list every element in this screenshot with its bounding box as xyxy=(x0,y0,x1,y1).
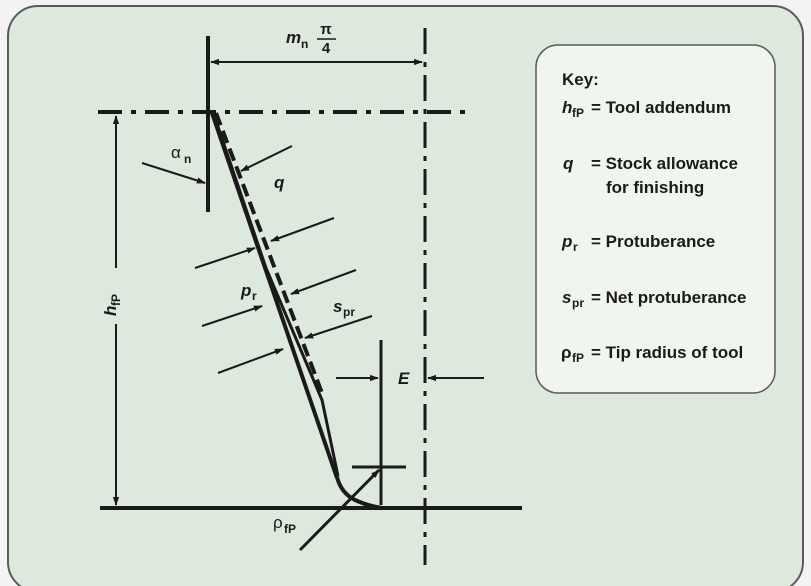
key-text: = Net protuberance xyxy=(591,288,746,307)
spr-main: s xyxy=(333,297,342,316)
key-sym: ρ xyxy=(561,343,572,362)
spr-sub: pr xyxy=(343,305,355,319)
key-text: = Tip radius of tool xyxy=(591,343,743,362)
key-sym: p xyxy=(561,232,572,251)
pr-sub: r xyxy=(252,289,257,303)
key-text-continued: for finishing xyxy=(606,178,704,197)
key-item-spr: s pr = Net protuberance xyxy=(562,288,746,310)
key-box: Key: h fP = Tool addendum q = Stock allo… xyxy=(535,44,776,394)
alpha-sub: n xyxy=(184,152,191,166)
pr-label: p r xyxy=(240,281,257,303)
mn-sub: n xyxy=(301,37,308,51)
pi-numerator: π xyxy=(320,21,332,38)
spr-arrow-upper xyxy=(290,269,357,295)
mn-main: m xyxy=(286,28,301,47)
finished-flank-dashed xyxy=(214,112,324,394)
alpha-main: α xyxy=(171,143,181,162)
tool-flank-protuberance xyxy=(211,111,340,477)
four-denominator: 4 xyxy=(322,40,331,57)
key-sub: fP xyxy=(572,106,584,120)
rho-sub: fP xyxy=(284,522,296,536)
hfp-label-gap xyxy=(96,268,136,324)
spr-label: s pr xyxy=(333,297,355,319)
rho-main: ρ xyxy=(273,513,283,532)
key-item-hfp: h fP = Tool addendum xyxy=(562,98,731,120)
q-arrow-upper xyxy=(240,145,293,172)
key-sym: h xyxy=(562,98,572,117)
hfp-label: h fP xyxy=(101,294,123,316)
key-sub: pr xyxy=(572,296,584,310)
pr-main: p xyxy=(240,281,251,300)
q-arrow-lower xyxy=(270,217,335,242)
key-text: = Stock allowance xyxy=(591,154,738,173)
key-sub: r xyxy=(573,240,578,254)
key-sym: q xyxy=(563,154,574,173)
spr-arrow-lower xyxy=(304,315,373,339)
e-label: E xyxy=(398,369,410,388)
rho-fp-arrow xyxy=(298,468,381,552)
rho-fp-label: ρ fP xyxy=(273,513,296,536)
key-text: = Protuberance xyxy=(591,232,715,251)
mn-pi-4-label: m n π 4 xyxy=(280,18,372,57)
pr-arrow-lower xyxy=(201,305,263,327)
key-item-pr: p r = Protuberance xyxy=(561,232,715,254)
q-label: q xyxy=(274,173,285,192)
key-item-rho: ρ fP = Tip radius of tool xyxy=(561,343,743,365)
alpha-n-arrow xyxy=(141,162,206,184)
key-title: Key: xyxy=(562,70,599,89)
hfp-sub: fP xyxy=(109,294,123,306)
tip-radius-curve xyxy=(335,476,383,510)
key-sym: s xyxy=(562,288,571,307)
hfp-main: h xyxy=(101,306,120,316)
pr-arrow-bottom xyxy=(217,348,284,374)
key-sub: fP xyxy=(572,351,584,365)
key-text: = Tool addendum xyxy=(591,98,731,117)
pr-arrow-upper xyxy=(194,247,256,269)
alpha-n-label: α n xyxy=(171,143,191,166)
key-item-q: q = Stock allowance for finishing xyxy=(563,154,738,197)
